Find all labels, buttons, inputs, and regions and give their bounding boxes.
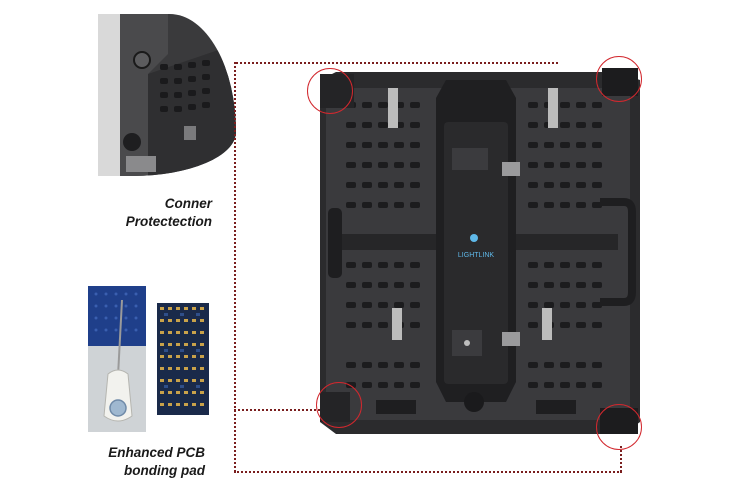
connector-bottom-right: [620, 446, 622, 472]
highlight-circle-bottom-left: [316, 382, 362, 428]
corner-caption-line1: Conner: [164, 196, 212, 211]
pcb-caption-line1: Enhanced PCB: [108, 445, 205, 460]
connector-left: [234, 62, 236, 472]
led-module-back-photo: [157, 303, 209, 415]
connector-bottom: [234, 471, 622, 473]
connector-pcb: [234, 409, 324, 411]
cabinet-logo: LIGHTLINK: [458, 252, 495, 259]
corner-protection-caption: Conner Protectection: [126, 195, 212, 231]
pcb-bonding-caption: Enhanced PCB bonding pad: [108, 444, 205, 480]
corner-protection-photo: [98, 14, 236, 176]
highlight-circle-bottom-right: [596, 404, 642, 450]
pcb-bonding-photo: [88, 286, 146, 432]
highlight-circle-top-right: [596, 56, 642, 102]
pcb-caption-line2: bonding pad: [124, 463, 205, 478]
connector-top: [236, 62, 558, 64]
corner-caption-line2: Protectection: [125, 214, 212, 229]
highlight-circle-top-left: [307, 68, 353, 114]
